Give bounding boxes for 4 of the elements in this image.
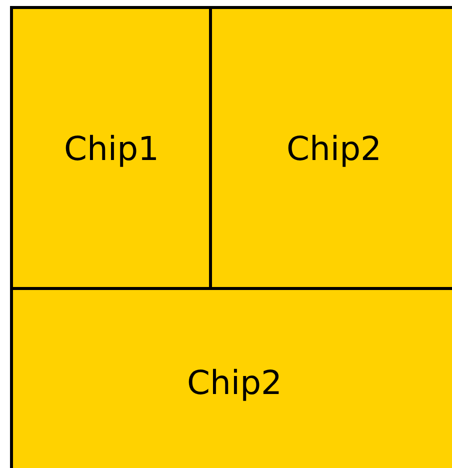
chip-label: Chip2 xyxy=(286,129,382,168)
chip-label: Chip2 xyxy=(186,362,282,402)
chip-block xyxy=(10,287,452,468)
chip-label: Chip1 xyxy=(64,129,160,168)
